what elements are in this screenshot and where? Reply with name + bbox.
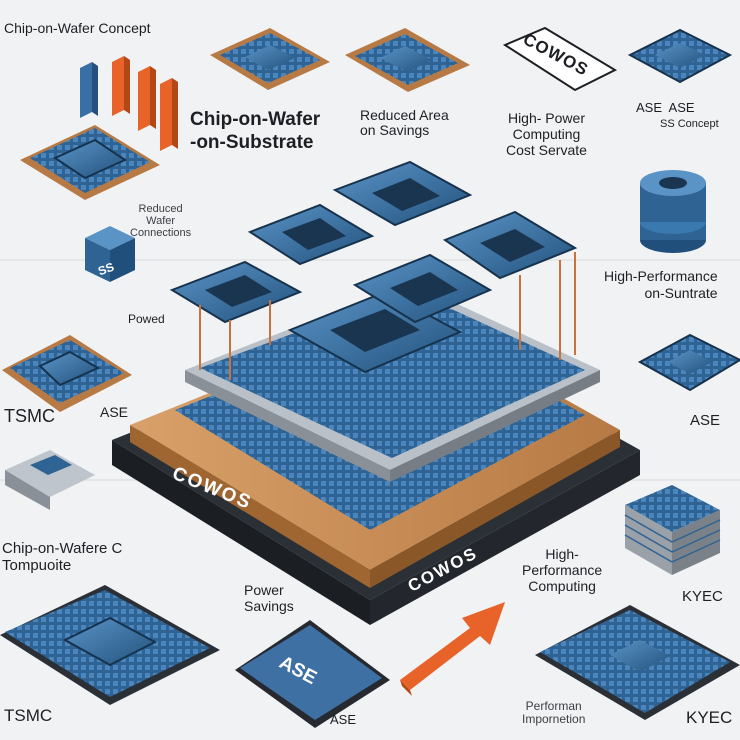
chip-icon — [235, 620, 390, 728]
chip-icon — [20, 125, 160, 200]
label-kyec-bottom: KYEC — [686, 708, 733, 727]
label-kyec-top: KYEC — [682, 588, 723, 605]
label-cowos-title: Chip-on-Wafer -on-Substrate — [190, 109, 321, 153]
cube-icon — [85, 226, 135, 282]
label-tsmc-bottom: TSMC — [4, 706, 53, 725]
label-tsmc-left: TSMC — [4, 406, 55, 426]
floating-chips — [169, 160, 578, 380]
label-reduced-wafer: Reduced Wafer Connections — [130, 203, 192, 239]
chip-icon — [2, 335, 132, 412]
cowos-badge — [502, 26, 618, 92]
stack-icon — [640, 170, 706, 253]
chip-icon — [210, 28, 470, 92]
label-ase-bottom: ASE — [330, 712, 357, 727]
chip-icon — [535, 605, 740, 720]
chip-icon — [627, 28, 733, 84]
label-ase-top: ASE ASE — [636, 100, 695, 115]
chip-icon — [5, 450, 95, 510]
chip-icon — [637, 333, 740, 392]
label-reduced-area: Reduced Area on Savings — [360, 107, 449, 138]
label-ase-right: ASE — [690, 412, 721, 429]
chip-icon — [0, 585, 220, 705]
label-high-power-computing: High- Power Computing Cost Servate — [506, 110, 587, 158]
label-powed: Powed — [128, 312, 165, 326]
label-chip-on-wafer-composite: Chip-on-Wafere C Tompuoite — [2, 540, 123, 574]
stack-icon — [624, 485, 721, 575]
arrow-up-icon — [400, 602, 505, 696]
label-power-savings: Power Savings — [244, 582, 294, 614]
label-high-performance-computing: High- Performance Computing — [522, 546, 603, 594]
label-performance-improvement: Performan Impornetion — [522, 699, 586, 726]
main-package — [112, 282, 640, 625]
label-chip-on-wafer-concept: Chip-on-Wafer Concept — [4, 20, 151, 36]
label-high-performance-substrate: High-Performance on-Suntrate — [604, 268, 718, 301]
label-ase-left: ASE — [100, 404, 129, 420]
bar-chart-icon — [80, 56, 178, 151]
label-ase-concept: SS Concept — [660, 118, 719, 130]
